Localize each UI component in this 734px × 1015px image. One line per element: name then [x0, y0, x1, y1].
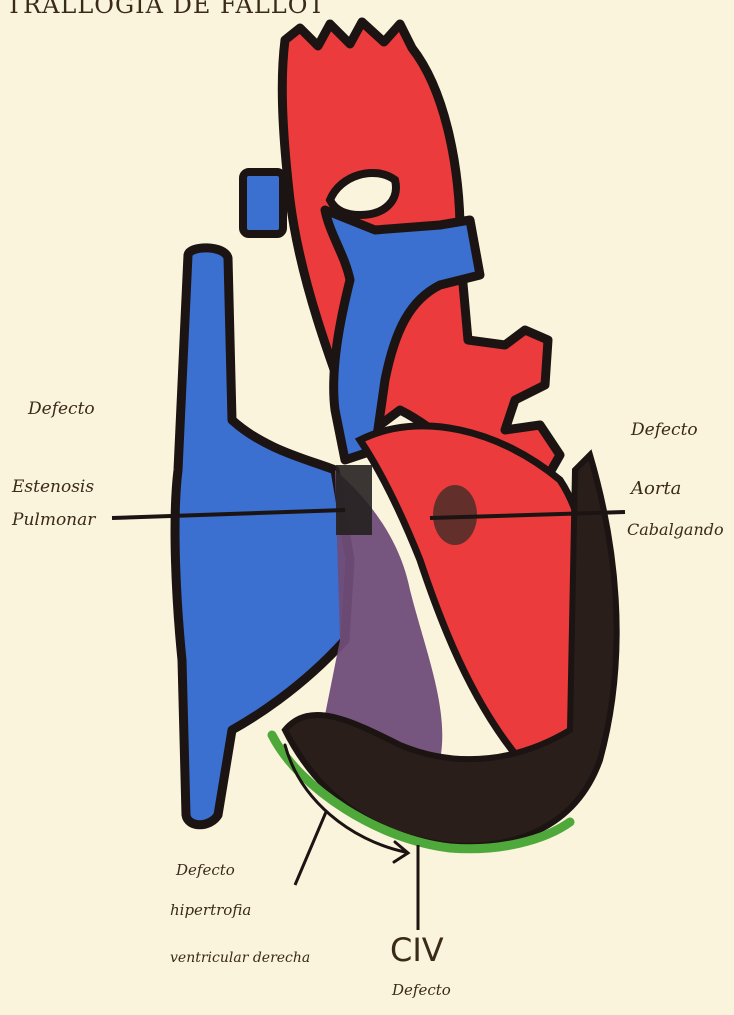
label-civ: CIV — [390, 932, 444, 969]
label-hypertrophy-2: ventricular derecha — [170, 950, 310, 966]
vena-cava-branch — [243, 172, 283, 234]
label-right-heading: Defecto — [631, 421, 698, 441]
diagram-title: TRALLOGIA DE FALLOT — [6, 0, 325, 20]
label-hypertrophy-1: hipertrofia — [170, 902, 251, 919]
label-pulmonary-stenosis-1: Estenosis — [12, 478, 94, 498]
label-pulmonary-stenosis-2: Pulmonar — [12, 511, 95, 531]
pointer-hypertrophy — [295, 812, 326, 885]
label-bottom-heading: Defecto — [176, 862, 235, 879]
label-overriding-aorta-2: Cabalgando — [627, 521, 724, 539]
label-overriding-aorta-1: Aorta — [631, 479, 681, 500]
label-civ-sub: Defecto — [392, 982, 451, 999]
label-left-heading: Defecto — [28, 400, 95, 420]
pulmonary-stenosis — [336, 465, 372, 535]
